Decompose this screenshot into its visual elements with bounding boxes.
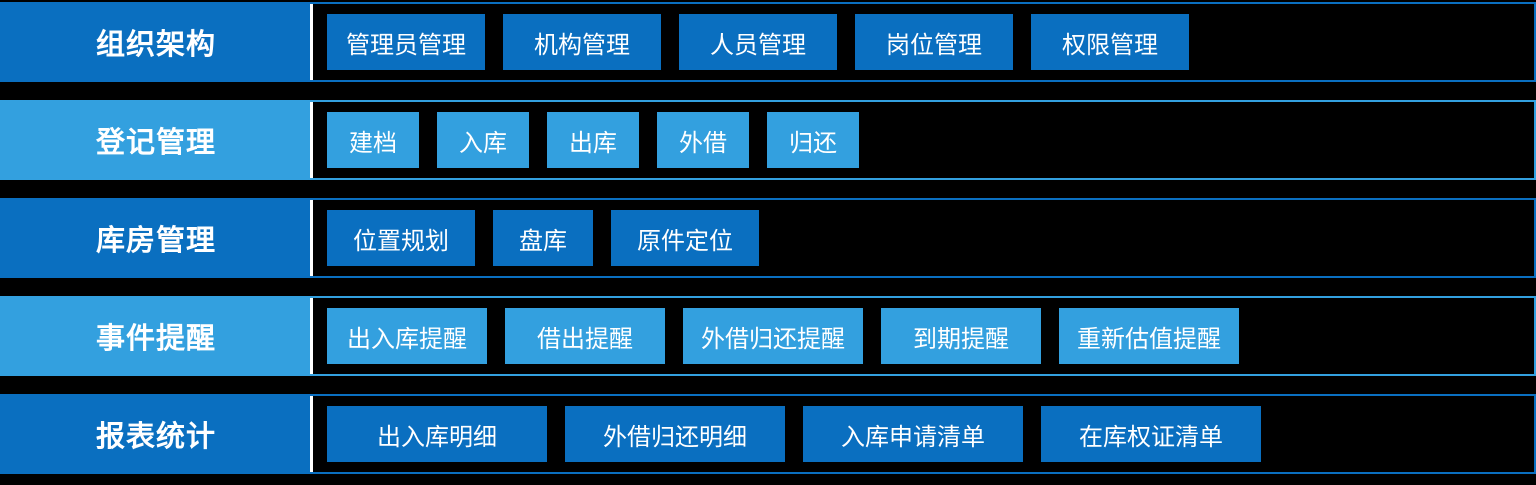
category-label: 库房管理: [2, 200, 313, 276]
module-block: 盘库: [493, 210, 593, 266]
category-items: 管理员管理机构管理人员管理岗位管理权限管理: [313, 4, 1534, 80]
category-items: 建档入库出库外借归还: [313, 102, 1534, 178]
module-block: 归还: [767, 112, 859, 168]
category-row: 库房管理位置规划盘库原件定位: [0, 198, 1536, 278]
module-block: 入库: [437, 112, 529, 168]
module-block: 出入库明细: [327, 406, 547, 462]
module-block: 岗位管理: [855, 14, 1013, 70]
module-block: 原件定位: [611, 210, 759, 266]
category-label: 登记管理: [2, 102, 313, 178]
module-block: 建档: [327, 112, 419, 168]
module-block: 外借归还明细: [565, 406, 785, 462]
module-block: 管理员管理: [327, 14, 485, 70]
category-label: 事件提醒: [2, 298, 313, 374]
module-block: 入库申请清单: [803, 406, 1023, 462]
module-block: 借出提醒: [505, 308, 665, 364]
module-block: 人员管理: [679, 14, 837, 70]
module-block: 出入库提醒: [327, 308, 487, 364]
module-block: 机构管理: [503, 14, 661, 70]
category-items: 出入库明细外借归还明细入库申请清单在库权证清单: [313, 396, 1534, 472]
category-label: 组织架构: [2, 4, 313, 80]
module-block: 在库权证清单: [1041, 406, 1261, 462]
module-block: 外借: [657, 112, 749, 168]
category-row: 组织架构管理员管理机构管理人员管理岗位管理权限管理: [0, 2, 1536, 82]
module-block: 出库: [547, 112, 639, 168]
category-label: 报表统计: [2, 396, 313, 472]
module-block: 重新估值提醒: [1059, 308, 1239, 364]
category-items: 位置规划盘库原件定位: [313, 200, 1534, 276]
category-row: 事件提醒出入库提醒借出提醒外借归还提醒到期提醒重新估值提醒: [0, 296, 1536, 376]
module-block: 权限管理: [1031, 14, 1189, 70]
module-block: 外借归还提醒: [683, 308, 863, 364]
module-architecture-diagram: 组织架构管理员管理机构管理人员管理岗位管理权限管理登记管理建档入库出库外借归还库…: [0, 2, 1536, 474]
module-block: 位置规划: [327, 210, 475, 266]
category-row: 登记管理建档入库出库外借归还: [0, 100, 1536, 180]
category-row: 报表统计出入库明细外借归还明细入库申请清单在库权证清单: [0, 394, 1536, 474]
category-items: 出入库提醒借出提醒外借归还提醒到期提醒重新估值提醒: [313, 298, 1534, 374]
module-block: 到期提醒: [881, 308, 1041, 364]
